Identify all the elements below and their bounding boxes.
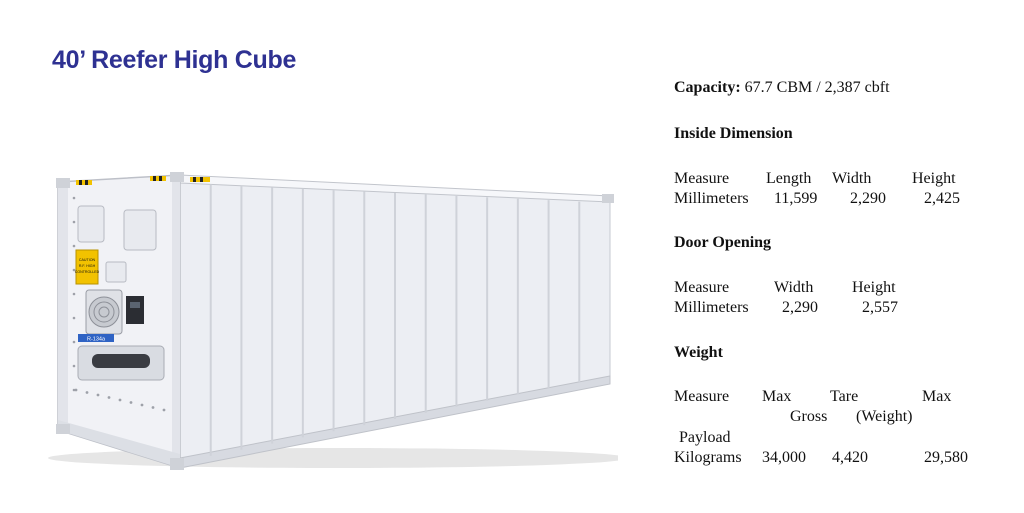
container-drawing: CAUTION R.F. HIGH CONTROLLED R-134a bbox=[48, 172, 628, 470]
caution-decal bbox=[75, 249, 99, 285]
corner-casting bbox=[56, 424, 70, 434]
hazard-stripe-side bbox=[190, 177, 210, 182]
bolt-icon bbox=[129, 401, 133, 404]
corner-casting bbox=[170, 458, 184, 470]
front-left-post bbox=[58, 181, 68, 434]
bolt-icon bbox=[72, 388, 76, 392]
bolt-row bbox=[72, 196, 166, 412]
weight-row-unit: Kilograms bbox=[674, 449, 742, 466]
inside-length-value: 11,599 bbox=[774, 190, 818, 207]
door-height-value: 2,557 bbox=[862, 299, 898, 316]
bolt-icon bbox=[72, 292, 76, 296]
corner-casting bbox=[56, 178, 70, 188]
door-opening-heading: Door Opening bbox=[674, 234, 772, 251]
caution-decal-text: R.F. HIGH bbox=[79, 264, 96, 268]
capacity-value: 67.7 CBM / 2,387 cbft bbox=[744, 79, 890, 96]
inside-dimension-heading: Inside Dimension bbox=[674, 125, 793, 142]
inside-header-measure: Measure bbox=[674, 170, 730, 187]
side-panel-ribs bbox=[209, 184, 581, 456]
hazard-stripe-top-right bbox=[150, 176, 166, 181]
control-panel bbox=[126, 296, 144, 324]
weight-payload-value: 29,580 bbox=[924, 449, 968, 466]
access-panel bbox=[105, 261, 127, 283]
inside-header-length: Length bbox=[766, 170, 812, 187]
bolt-icon bbox=[118, 398, 122, 402]
bolt-icon bbox=[72, 196, 76, 200]
bolt-icon bbox=[72, 244, 76, 248]
inside-height-value: 2,425 bbox=[924, 190, 960, 207]
reefer-container-image: CAUTION R.F. HIGH CONTROLLED R-134a bbox=[38, 158, 628, 478]
weight-heading: Weight bbox=[674, 344, 723, 361]
front-bottom-rail bbox=[58, 420, 180, 468]
inside-header-height: Height bbox=[912, 170, 956, 187]
page-title: 40’ Reefer High Cube bbox=[52, 46, 297, 74]
front-right-post bbox=[172, 175, 180, 468]
refrigerant-label: R-134a bbox=[87, 337, 106, 343]
door-width-value: 2,290 bbox=[782, 299, 818, 316]
door-header-width: Width bbox=[774, 279, 814, 296]
bolt-icon bbox=[107, 396, 111, 399]
bolt-icon bbox=[140, 403, 144, 407]
inside-row-unit: Millimeters bbox=[674, 190, 749, 207]
access-panel bbox=[77, 205, 105, 243]
weight-header-weight: (Weight) bbox=[856, 408, 913, 425]
weight-gross-value: 34,000 bbox=[762, 449, 806, 466]
bolt-icon bbox=[162, 408, 166, 412]
display-screen bbox=[130, 302, 140, 308]
capacity-line: Capacity: 67.7 CBM / 2,387 cbft bbox=[674, 78, 890, 98]
door-row-unit: Millimeters bbox=[674, 299, 749, 316]
weight-header-gross: Gross bbox=[790, 408, 828, 425]
bolt-icon bbox=[96, 393, 100, 397]
bolt-icon bbox=[85, 391, 89, 394]
corner-casting bbox=[170, 172, 184, 182]
weight-header-tare: Tare bbox=[830, 388, 859, 405]
capacity-label: Capacity: bbox=[674, 79, 741, 96]
inside-header-width: Width bbox=[832, 170, 872, 187]
caution-decal-text: CONTROLLED bbox=[75, 270, 100, 274]
weight-header-measure: Measure bbox=[674, 388, 730, 405]
weight-tare-value: 4,420 bbox=[832, 449, 868, 466]
door-header-measure: Measure bbox=[674, 279, 730, 296]
inside-width-value: 2,290 bbox=[850, 190, 886, 207]
refrigerant-label-badge bbox=[78, 334, 114, 342]
weight-header-max-2: Max bbox=[922, 388, 952, 405]
caution-decal-text: CAUTION bbox=[79, 258, 96, 262]
weight-header-max: Max bbox=[762, 388, 792, 405]
bolt-icon bbox=[72, 340, 76, 344]
weight-header-payload: Payload bbox=[679, 429, 731, 446]
bolt-icon bbox=[74, 388, 78, 392]
door-header-height: Height bbox=[852, 279, 896, 296]
bolt-icon bbox=[72, 316, 76, 320]
bolt-icon bbox=[151, 406, 155, 409]
compressor-unit bbox=[92, 354, 150, 368]
bolt-icon bbox=[72, 364, 76, 368]
bolt-icon bbox=[72, 268, 76, 272]
corner-casting bbox=[602, 194, 614, 203]
fan-grille-icon bbox=[88, 296, 120, 328]
hazard-stripe-top-left bbox=[76, 180, 92, 185]
access-panel bbox=[123, 209, 157, 251]
bolt-icon bbox=[72, 220, 76, 224]
